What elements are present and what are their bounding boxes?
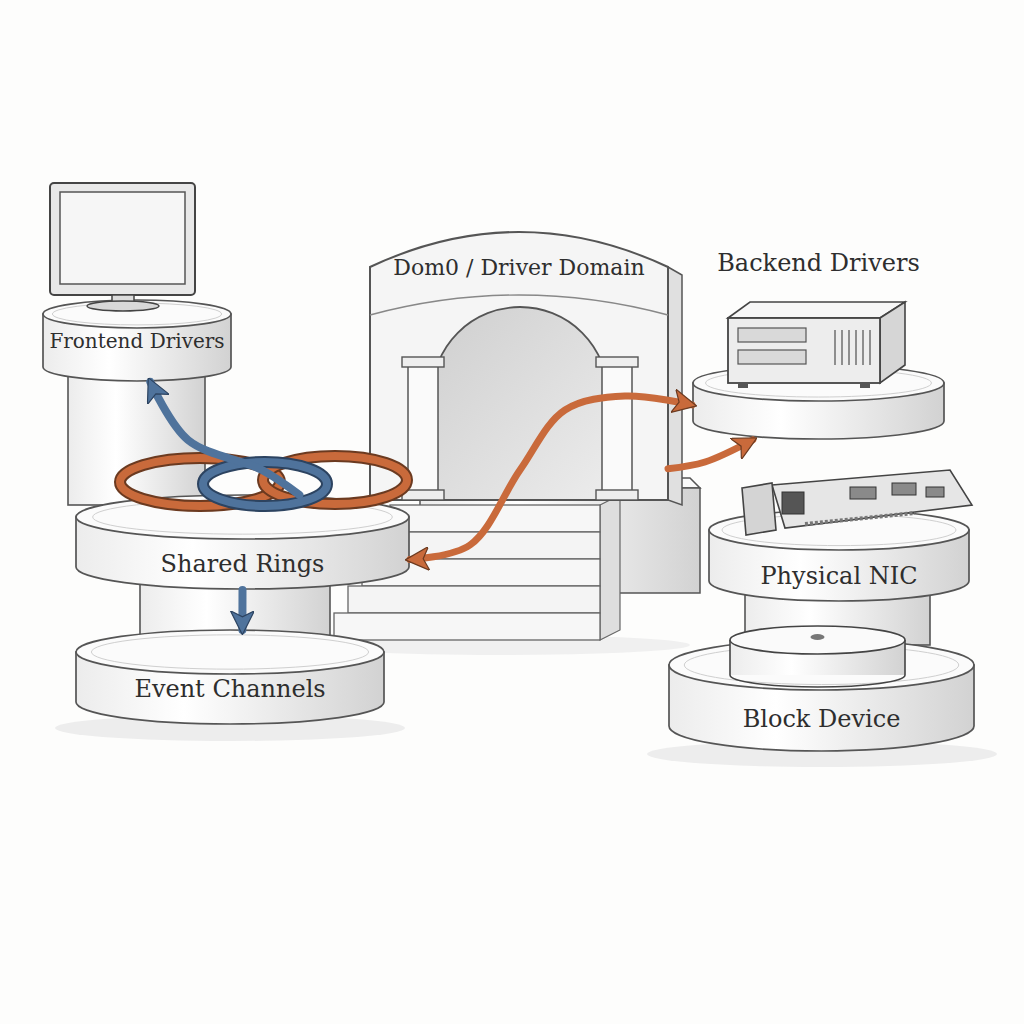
nic-chip [782,492,804,514]
arch-depth [668,267,682,505]
server-vent [835,330,870,365]
pillar-base [402,490,444,500]
arch-opening [432,307,608,500]
node-label: Block Device [668,706,975,734]
cylinder-top [43,300,231,328]
node-label: Event Channels [75,676,385,704]
cylinder-rim [91,635,368,669]
disk-outline [730,640,905,687]
node-label: Physical NIC [708,563,970,591]
nic-chip [926,487,944,497]
node-label: Backend Drivers [692,250,945,278]
cylinder-platform: Event Channels [75,630,385,725]
pillar-capital [402,357,444,367]
cylinder-top [76,495,409,539]
cylinder-platform: Shared Rings [75,495,410,590]
arch-pillar [602,365,632,500]
cylinder-top [709,510,969,550]
monitor-base [87,301,159,311]
connector-arrow [668,440,753,469]
ring-outline [203,462,327,506]
nic-bracket [742,483,776,535]
monitor-stand [112,295,134,304]
arch-pillar [408,365,438,500]
cylinder-platform: Backend Drivers [692,245,945,440]
server-foot [860,383,870,388]
cylinder-top [76,630,384,674]
server-top [728,302,905,318]
cylinder-top [669,640,974,690]
cylinder-top [693,365,944,401]
drive-bay [738,350,806,364]
connector-arrow [238,590,246,630]
stair-side [600,495,620,640]
connector-group [150,382,752,630]
cylinder-platform: Block Device [668,640,975,752]
node-label: Frontend Drivers [42,330,232,353]
server-side [880,302,905,383]
monitor-frame [50,183,195,295]
disk-side [730,640,905,675]
pillar-column [745,595,930,645]
connector-arrow [410,396,692,560]
stair-step [348,586,600,613]
pillar-capital [596,357,638,367]
cylinder-rim [52,303,221,325]
server-foot [738,383,748,388]
pillar-base [596,490,638,500]
ring-loop [263,456,407,504]
ring-outline [263,456,407,504]
stair-step [390,505,600,532]
cylinder-rim [93,500,393,534]
nic-board [772,470,972,528]
cylinder-rim [722,514,956,545]
server-front [728,318,880,383]
nic-chip [850,487,876,499]
ring-loop [120,458,280,506]
ring-outline [120,458,280,506]
monitor-screen [60,192,185,284]
nic-contacts [805,513,915,524]
disk-top [730,626,905,654]
node-label: Shared Rings [75,551,410,579]
arch-gateway: Dom0 / Driver Domain [370,215,668,500]
drive-bay [738,328,806,342]
cylinder-platform: Frontend Drivers [42,300,232,382]
cylinder-platform: Physical NIC [708,510,970,602]
cylinder-rim [684,646,959,685]
cylinder-rim [706,369,932,397]
nic-chip [892,483,916,495]
disk-spindle [811,634,825,640]
connector-arrow [150,382,299,495]
node-label: Dom0 / Driver Domain [370,255,668,280]
stair-step [334,613,600,640]
ring-loop [203,462,327,506]
arch-wall [370,232,668,500]
cylinder-outline [668,640,975,752]
